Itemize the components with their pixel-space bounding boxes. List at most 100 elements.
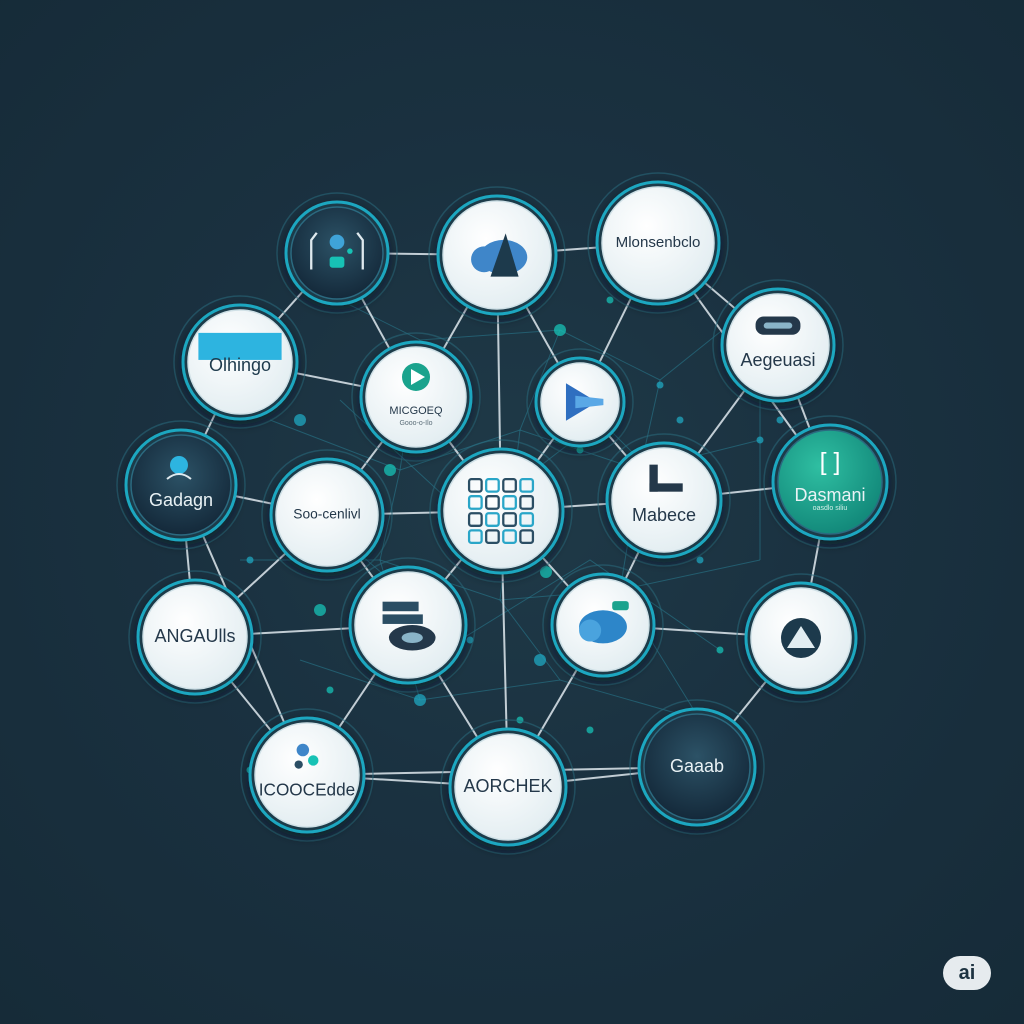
node-label: Gadagn [149, 490, 213, 510]
background-dot [466, 636, 474, 644]
node-halo [542, 564, 664, 686]
desk-icon [649, 464, 683, 492]
node-body [365, 346, 467, 448]
node-n2[interactable] [428, 186, 566, 324]
node-label: Aegeuasi [740, 350, 815, 370]
node-sublabel: oasdlo siliu [813, 505, 848, 512]
node-halo [629, 699, 765, 835]
server-cloud-icon [382, 601, 436, 651]
play-arrow-icon [565, 383, 604, 421]
node-label: AORCHEK [463, 776, 552, 796]
node-halo [116, 420, 246, 550]
background-dot [716, 646, 724, 654]
node-halo [526, 348, 634, 456]
node-label: Soo-cenlivl [293, 507, 360, 522]
node-n17[interactable]: ICOOCEdde [240, 708, 374, 842]
node-n4[interactable]: Olhingo [173, 295, 307, 429]
hexagon-chip-icon [310, 232, 364, 270]
node-halo [597, 433, 731, 567]
dark-pill-logo-icon [755, 316, 801, 335]
background-dot [314, 604, 326, 616]
node-n13[interactable]: ANGAUlls [128, 570, 262, 704]
background-dot [756, 436, 764, 444]
background-dot [326, 686, 334, 694]
background-dot [656, 381, 664, 389]
node-label: MICGOEQ [389, 405, 443, 417]
node-halo [587, 172, 729, 314]
node-n12[interactable] [429, 439, 573, 583]
node-label: Gaaab [670, 756, 724, 776]
person-icon [166, 456, 192, 480]
node-halo [261, 449, 393, 581]
node-n15[interactable] [542, 564, 664, 686]
node-halo [429, 439, 573, 583]
node-halo [276, 192, 398, 314]
node-halo [428, 186, 566, 324]
background-dot [606, 296, 614, 304]
bracket-icon: [ ] [820, 448, 841, 476]
node-label: ICOOCEdde [259, 780, 355, 800]
node-n18[interactable]: AORCHEK [440, 719, 576, 855]
molecule-icon [294, 743, 319, 769]
node-body [601, 186, 715, 300]
cloud-icon [579, 601, 629, 644]
node-n8[interactable]: Gadagn [116, 420, 246, 550]
node-n19[interactable]: Gaaab [629, 699, 765, 835]
background-dot [246, 556, 254, 564]
node-n6[interactable]: MICGOEQ Gooo-o-Ilo [351, 332, 481, 462]
node-label: Mlonsenbclo [616, 234, 701, 251]
ai-badge[interactable]: ai [943, 956, 991, 990]
background-dot [294, 414, 306, 426]
node-halo [736, 573, 866, 703]
node-label: Olhingo [209, 355, 271, 375]
node-n16[interactable] [736, 573, 866, 703]
banner-logo-icon [198, 332, 282, 360]
background-dot [576, 446, 584, 454]
node-n5[interactable]: Aegeuasi [712, 279, 844, 411]
node-sublabel: Gooo-o-Ilo [399, 420, 432, 427]
node-label: Mabece [632, 505, 696, 525]
node-n7[interactable] [526, 348, 634, 456]
node-n14[interactable] [340, 557, 476, 693]
svg-text:[ ]: [ ] [820, 448, 841, 476]
background-dot [534, 654, 546, 666]
node-n3[interactable]: Mlonsenbclo [587, 172, 729, 314]
node-n11[interactable]: Soo-cenlivl [261, 449, 393, 581]
background-dot [540, 566, 552, 578]
background-dot [696, 556, 704, 564]
background-dot [384, 464, 396, 476]
node-body [454, 733, 562, 841]
node-halo [173, 295, 307, 429]
node-n9[interactable]: Mabece [597, 433, 731, 567]
node-body [726, 293, 830, 397]
node-halo [340, 557, 476, 693]
node-n1[interactable] [276, 192, 398, 314]
background-dot [554, 324, 566, 336]
node-halo [440, 719, 576, 855]
background-dot [776, 416, 784, 424]
node-label: Dasmani [794, 485, 865, 505]
node-body [254, 722, 360, 828]
cloud-arrow-icon [471, 233, 528, 277]
grid-chip-icon [467, 477, 535, 545]
node-body [142, 584, 248, 690]
node-body [275, 463, 379, 567]
node-body [354, 571, 462, 679]
background-dot [676, 416, 684, 424]
node-body [643, 713, 751, 821]
node-label: ANGAUlls [154, 626, 235, 646]
node-body [777, 429, 883, 535]
node-body [443, 453, 559, 569]
node-body [130, 434, 232, 536]
node-halo [128, 570, 262, 704]
node-halo [240, 708, 374, 842]
node-body [611, 447, 717, 553]
node-halo [763, 415, 897, 549]
play-logo-icon [402, 363, 430, 391]
node-body [290, 206, 384, 300]
mountain-icon [781, 618, 821, 658]
node-halo [712, 279, 844, 411]
